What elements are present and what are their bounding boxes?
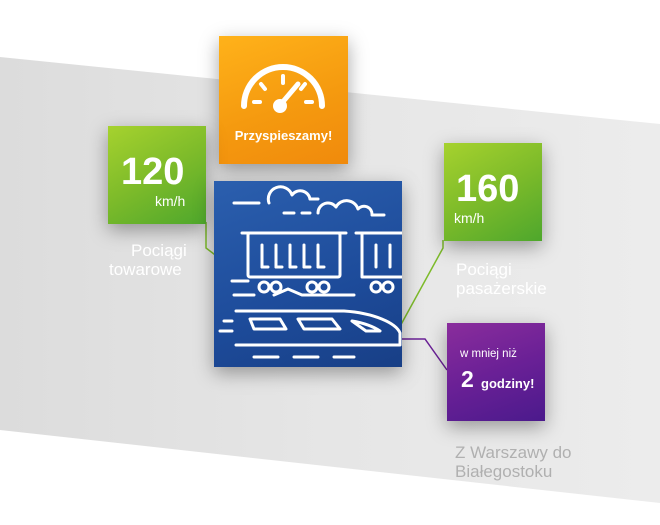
passenger-speed-tile: 160 km/h	[444, 143, 542, 241]
freight-speed-value: 120	[121, 151, 185, 193]
passenger-speed-unit: km/h	[454, 210, 485, 226]
freight-caption-line1: Pociągi	[131, 241, 187, 260]
travel-time-word: godziny!	[481, 376, 535, 391]
travel-time-number: 2	[461, 366, 474, 392]
travel-time-tile: w mniej niż 2 godziny!	[447, 323, 545, 421]
passenger-caption-line2: pasażerskie	[456, 279, 547, 298]
route-line2: Białegostoku	[455, 462, 553, 481]
freight-caption-line2: towarowe	[109, 260, 182, 279]
speedometer-icon	[241, 64, 325, 113]
passenger-caption-line1: Pociągi	[456, 260, 512, 279]
freight-speed-unit: km/h	[155, 193, 186, 209]
trains-tile	[214, 181, 404, 367]
passenger-connector	[397, 240, 444, 331]
freight-speed-tile: 120 km/h	[108, 126, 206, 224]
passenger-speed-value: 160	[456, 168, 520, 210]
speed-tile: Przyspieszamy!	[219, 36, 348, 164]
travel-time-prefix: w mniej niż	[460, 348, 517, 360]
travel-connector	[396, 338, 448, 371]
trains-icon	[218, 185, 404, 359]
route-line1: Z Warszawy do	[455, 443, 572, 462]
speed-label: Przyspieszamy!	[234, 128, 333, 143]
